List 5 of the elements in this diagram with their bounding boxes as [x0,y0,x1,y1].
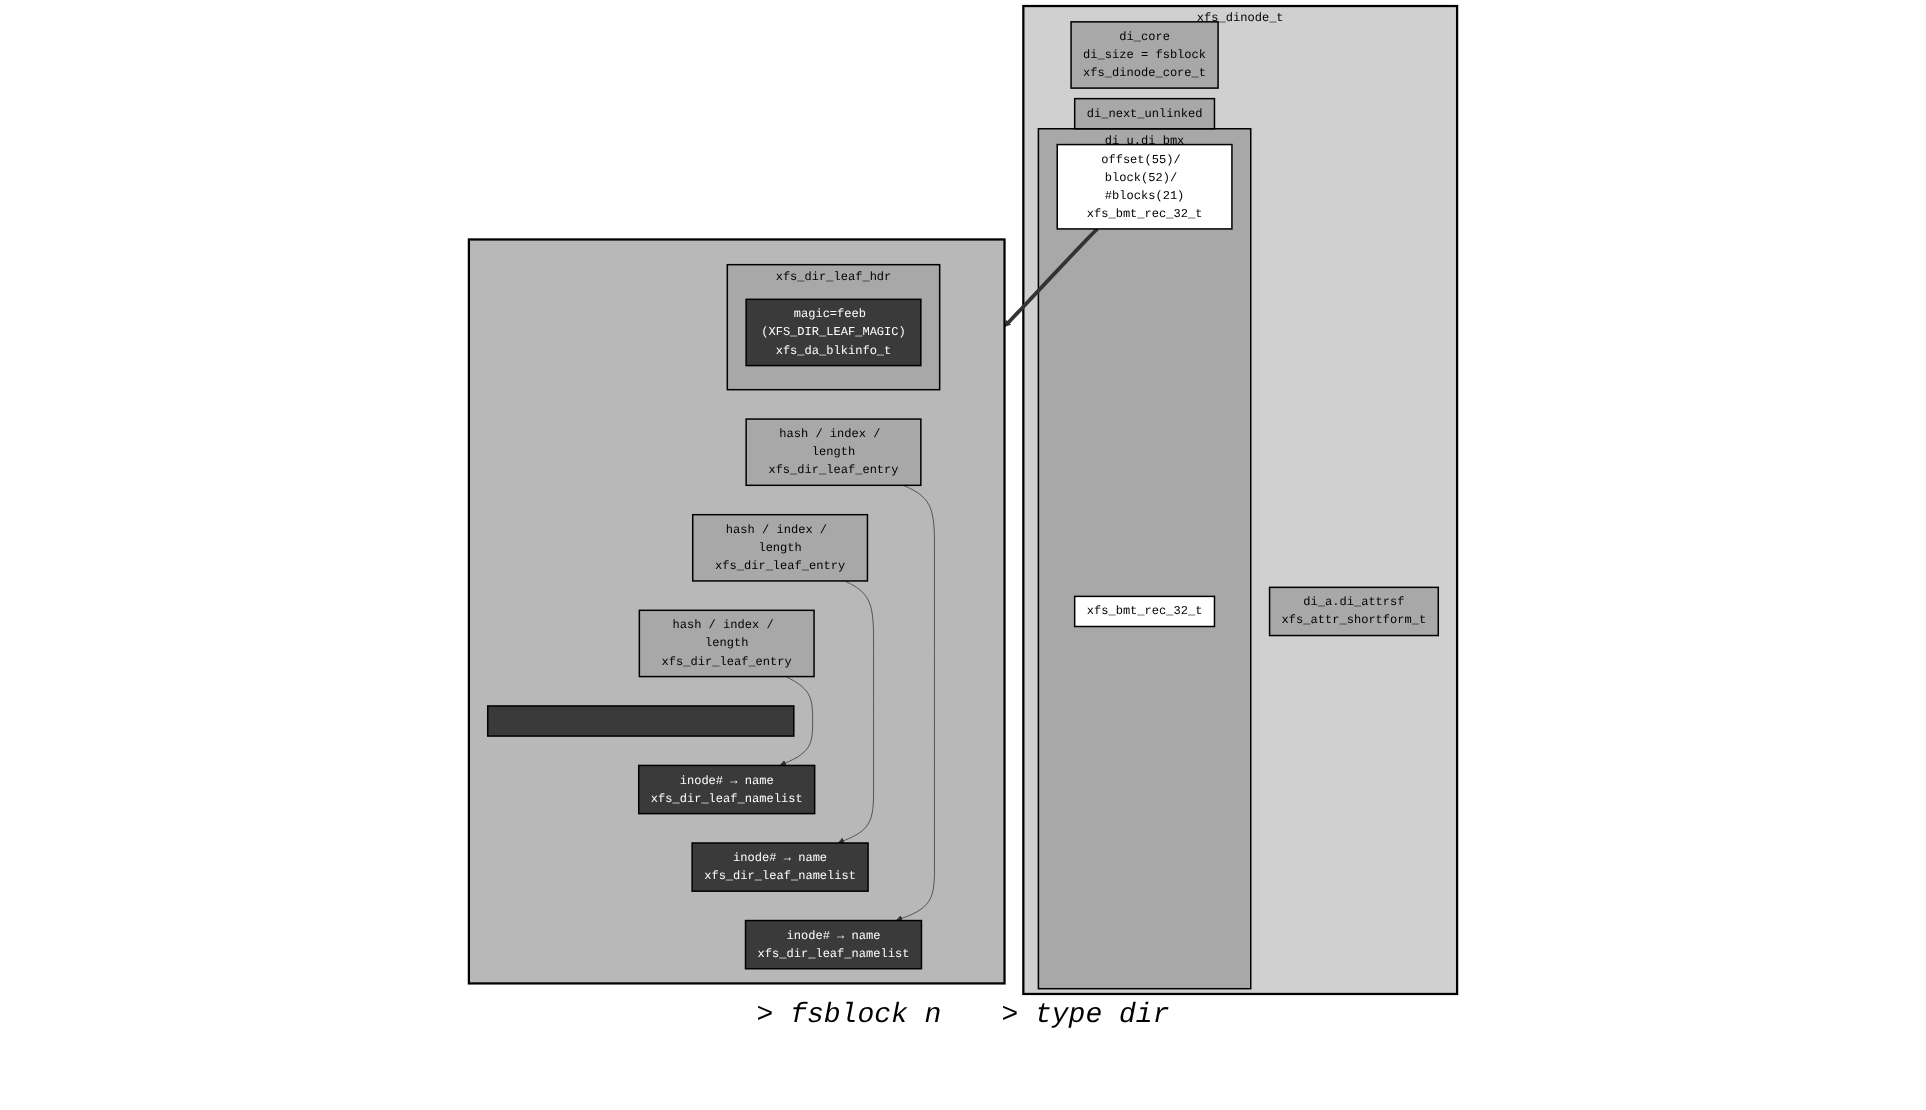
node-bar [486,705,795,737]
note-text: > type dir [1001,1000,1170,1032]
arrow [1004,227,1099,327]
cluster [467,238,1006,985]
note-text: > fsblock n [756,1000,942,1032]
